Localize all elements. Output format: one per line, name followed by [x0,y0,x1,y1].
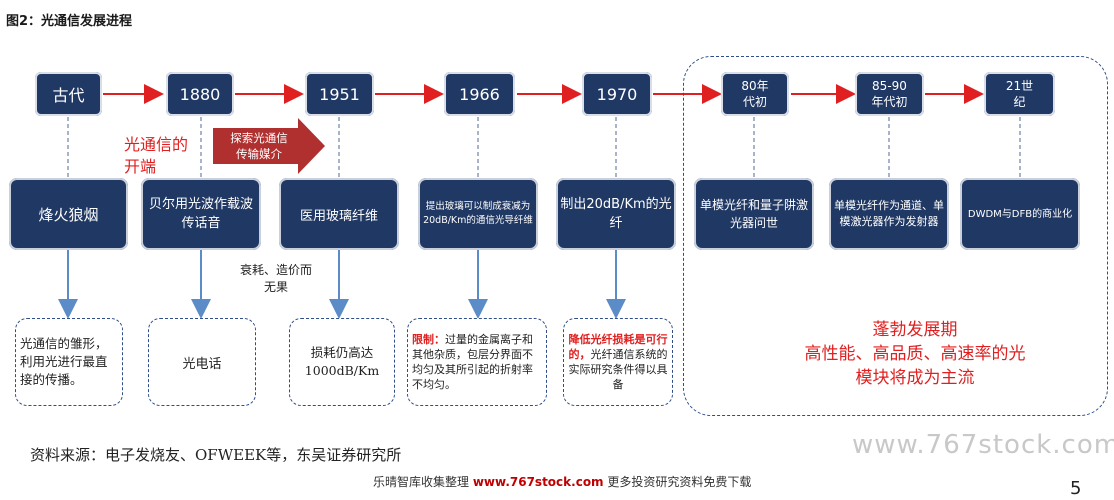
year-box-ancient: 古代 [35,72,102,116]
event-box-beacon: 烽火狼烟 [9,178,128,250]
page-number: 5 [1070,478,1082,499]
event-box-single-mode: 单模光纤和量子阱激光器问世 [694,178,814,250]
note-box-feasible: 降低光纤损耗是可行的，光纤通信系统的实际研究条件得以具备 [563,318,673,406]
feasible-label: 降低光纤损耗是可行的， [568,333,668,361]
event-box-channel: 单模光纤作为通道、单模激光器作为发射器 [829,178,949,250]
bottom-banner: 乐晴智库收集整理 www.767stock.com 更多投资研究资料免费下载 [373,475,752,489]
event-box-proposal: 提出玻璃可以制成衰减为20dB/Km的通信光导纤维 [418,178,538,250]
boom-period-region [683,56,1108,416]
explore-annotation: 探索光通信 传输媒介 [230,131,288,161]
year-box-1880: 1880 [166,72,234,116]
event-box-20db-fiber: 制出20dB/Km的光纤 [556,178,676,250]
source-note: 资料来源：电子发烧友、OFWEEK等，东吴证券研究所 [30,446,402,464]
year-box-1970: 1970 [582,72,652,116]
note-box-loss: 损耗仍高达1000dB/Km [289,318,395,406]
bottom-url[interactable]: www.767stock.com [472,475,604,489]
year-box-1951: 1951 [305,72,374,116]
year-box-80s: 80年 代初 [721,72,789,116]
start-annotation: 光通信的 开端 [124,135,189,176]
event-box-bell: 贝尔用光波作载波传话音 [141,178,261,250]
note-box-origin: 光通信的雏形，利用光进行最直接的传播。 [15,318,123,406]
boom-period-text: 蓬勃发展期 高性能、高品质、高速率的光 模块将成为主流 [804,320,1026,388]
year-box-21c: 21世 纪 [984,72,1055,116]
feasible-text: 光纤通信系统的实际研究条件得以具备 [568,348,668,391]
event-box-glass-fiber: 医用玻璃纤维 [279,178,399,250]
note-box-limitation: 限制：过量的金属离子和其他杂质，包层分界面不均匀及其所引起的折射率不均匀。 [407,318,547,406]
watermark: www.767stock.com [852,430,1114,460]
year-box-1966: 1966 [444,72,515,116]
limitation-label: 限制： [412,333,445,346]
year-event-links [67,117,1021,178]
year-box-85-90: 85-90 年代初 [855,72,924,116]
event-note-arrows [58,250,626,319]
figure-title: 图2：光通信发展进程 [6,14,133,29]
limitation-text: 过量的金属离子和其他杂质，包层分界面不均匀及其所引起的折射率不均匀。 [412,333,533,391]
loss-annotation: 衰耗、造价而 无果 [239,263,312,294]
note-box-photophone: 光电话 [148,318,256,406]
event-box-dwdm: DWDM与DFB的商业化 [960,178,1080,250]
explore-arrow-shape [213,118,325,174]
